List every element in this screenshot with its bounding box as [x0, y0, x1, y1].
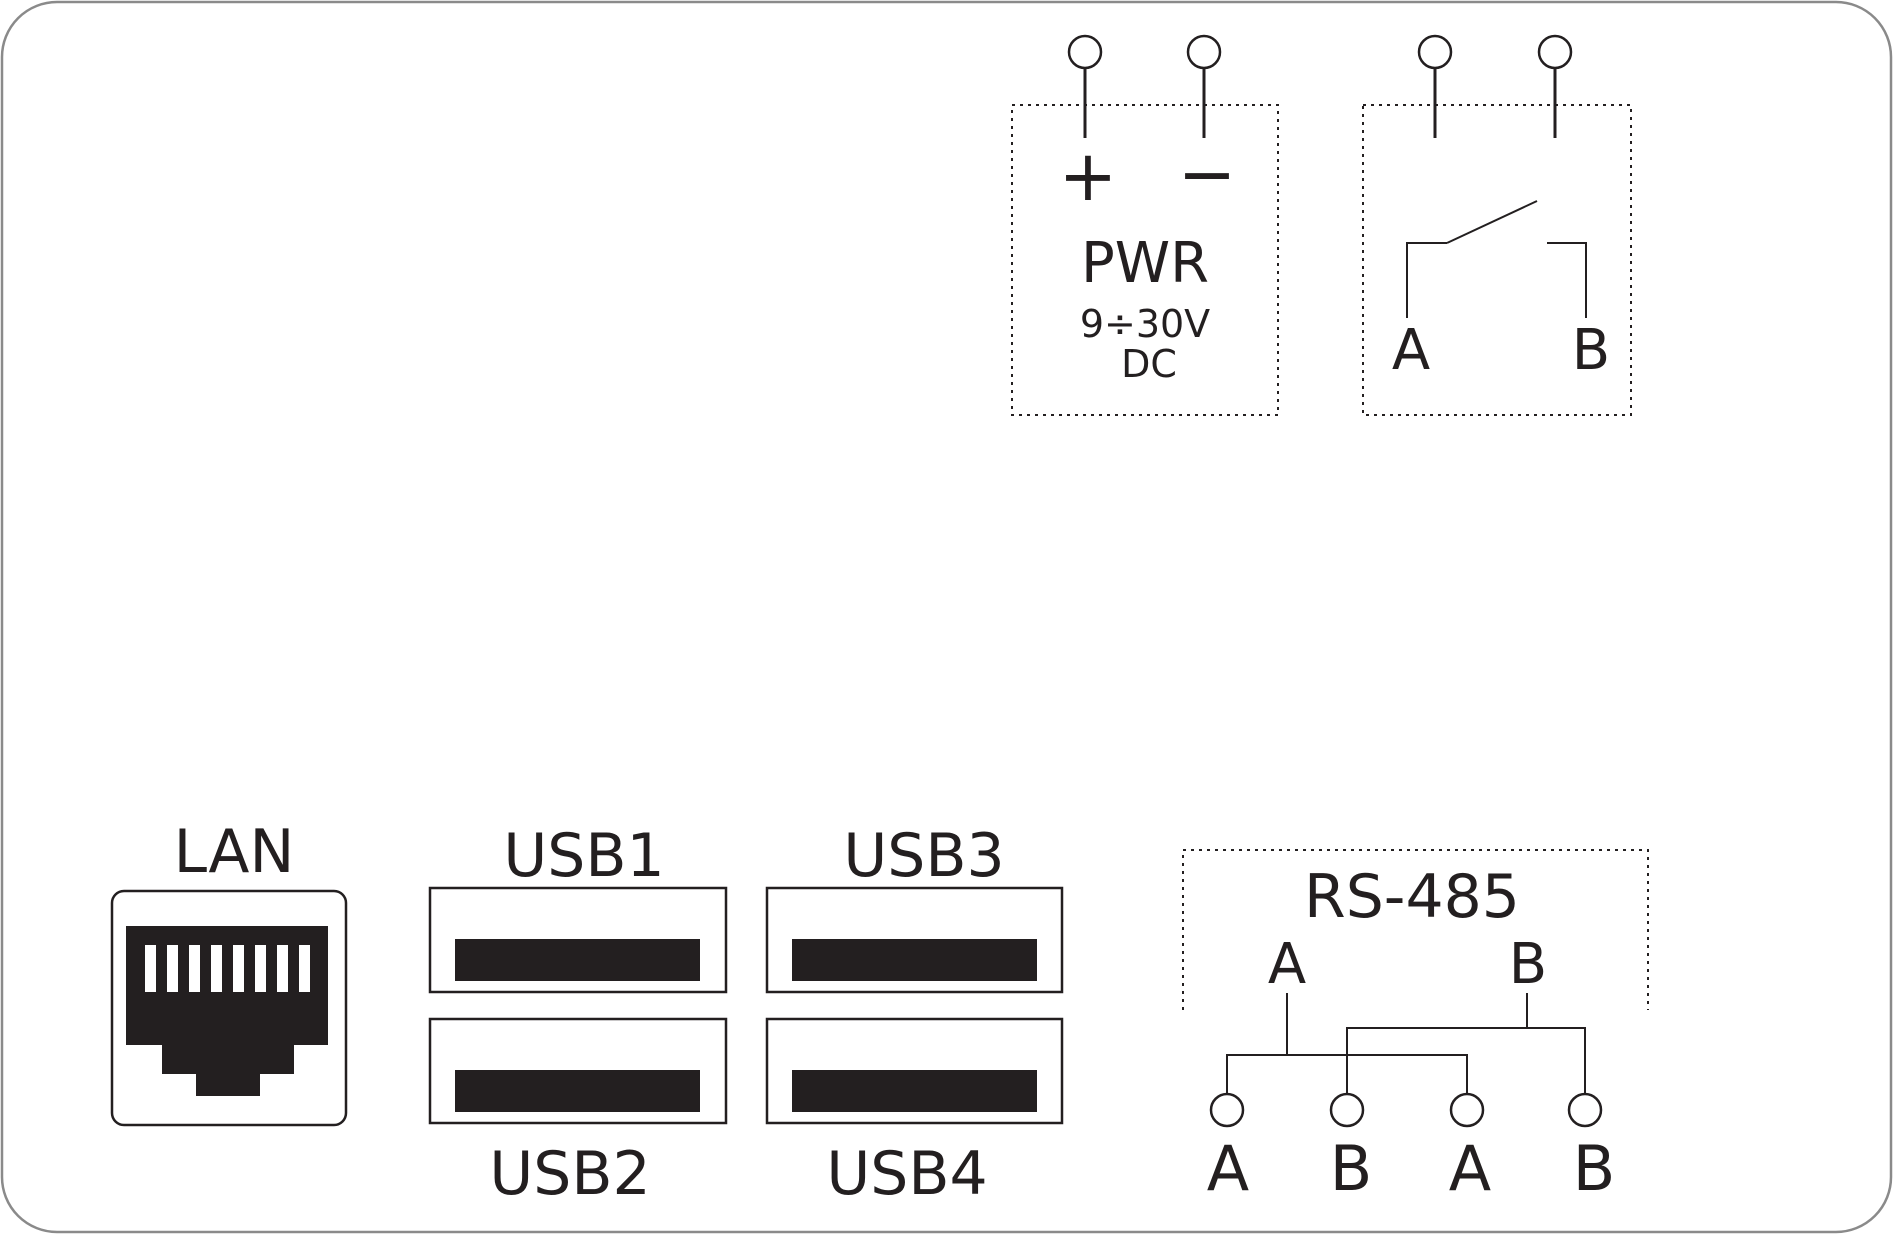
usb1-port[interactable]: USB1: [428, 821, 728, 994]
rs485-bus-b-label: B: [1509, 932, 1547, 997]
rs485-terminal-label-a2: A: [1449, 1132, 1491, 1205]
rs485-terminal-a2[interactable]: [1449, 1092, 1485, 1128]
usb3-label: USB3: [843, 821, 1004, 891]
lan-port[interactable]: LAN: [110, 817, 348, 1127]
rj45-port-icon: [126, 926, 328, 1096]
usb2-port[interactable]: USB2: [428, 1017, 728, 1209]
power-minus-terminal[interactable]: [1186, 34, 1222, 138]
power-terminal-block: + − PWR 9÷30V DC: [1011, 34, 1279, 416]
relay-label-b: B: [1572, 318, 1610, 383]
power-label: PWR: [1081, 231, 1209, 296]
relay-switch-icon: [1406, 200, 1587, 318]
rs485-terminal-a1[interactable]: [1209, 1092, 1245, 1128]
rs485-bus-a-label: A: [1268, 932, 1306, 997]
usb3-port[interactable]: USB3: [765, 821, 1064, 994]
relay-terminal-block: A B: [1362, 34, 1632, 416]
usb-port-icon: [792, 939, 1037, 981]
relay-label-a: A: [1392, 318, 1430, 383]
rs485-terminal-label-b2: B: [1573, 1132, 1616, 1205]
rs485-title: RS-485: [1304, 862, 1520, 932]
rs485-terminal-label-a1: A: [1207, 1132, 1249, 1205]
rs485-terminal-block: RS-485 A B A B A B: [1182, 849, 1649, 1205]
power-current-type: DC: [1121, 342, 1177, 386]
minus-sign: −: [1178, 133, 1237, 215]
usb1-label: USB1: [503, 821, 664, 891]
rs485-terminal-b2[interactable]: [1567, 1092, 1603, 1128]
lan-label: LAN: [174, 817, 295, 887]
usb4-label: USB4: [826, 1139, 987, 1209]
rs485-dotted-box: [1182, 849, 1649, 1010]
relay-dotted-box: [1362, 104, 1632, 416]
rs485-wiring: [1226, 993, 1586, 1094]
usb4-port[interactable]: USB4: [765, 1017, 1064, 1209]
relay-terminal-a[interactable]: [1417, 34, 1453, 138]
usb-port-icon: [455, 939, 700, 981]
plus-sign: +: [1059, 135, 1118, 217]
power-voltage-range: 9÷30V: [1080, 302, 1210, 346]
power-plus-terminal[interactable]: [1067, 34, 1103, 138]
usb-port-icon: [792, 1070, 1037, 1112]
usb2-label: USB2: [489, 1139, 650, 1209]
usb-port-icon: [455, 1070, 700, 1112]
rs485-terminal-b1[interactable]: [1329, 1092, 1365, 1128]
relay-terminal-b[interactable]: [1537, 34, 1573, 138]
rs485-terminal-label-b1: B: [1330, 1132, 1373, 1205]
